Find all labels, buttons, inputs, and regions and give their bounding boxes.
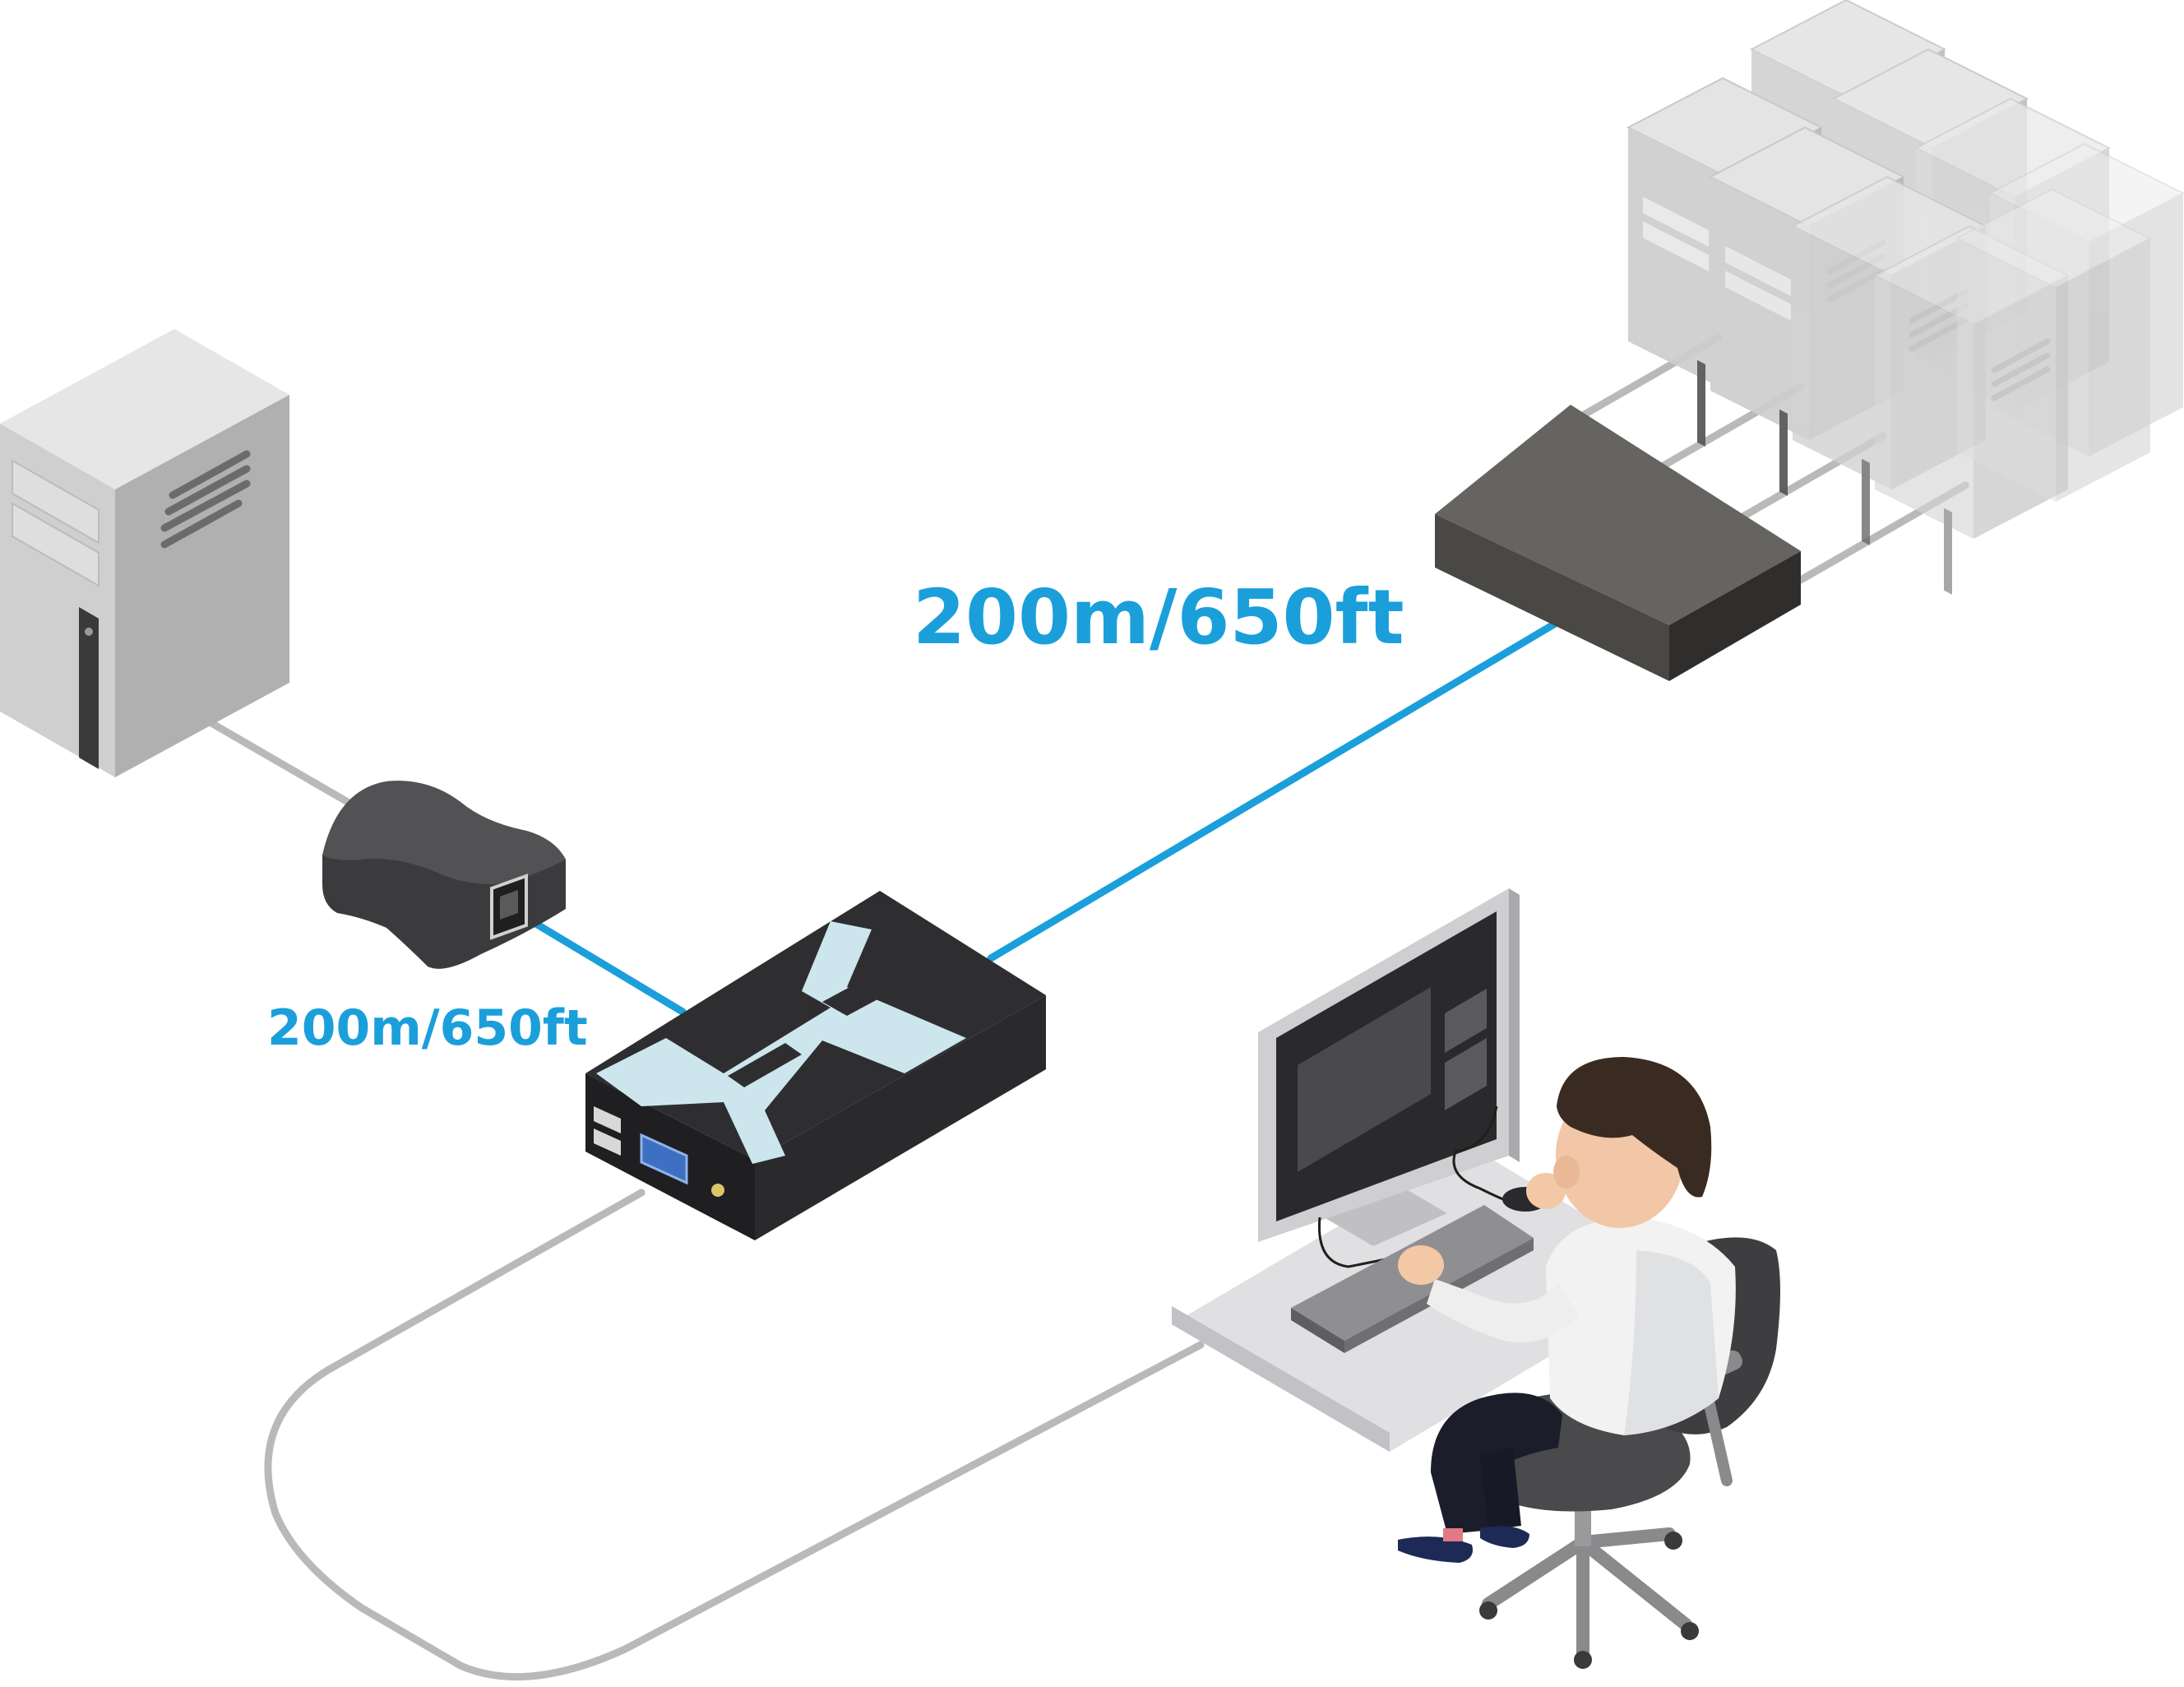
short-distance-label: 200m/650ft (267, 999, 588, 1057)
user-at-desk-icon (1398, 1057, 1736, 1563)
server-cluster-icon (1626, 0, 2184, 595)
kvm-switch-icon (1435, 405, 1801, 681)
blue-cables (514, 613, 1571, 1016)
power-jack (711, 1184, 724, 1197)
extender-unit-icon (585, 891, 1046, 1240)
server-tower-icon (0, 329, 289, 777)
usb-ports (594, 1106, 621, 1156)
vga-port (640, 1133, 688, 1185)
computer-monitor-icon (1258, 888, 1520, 1246)
long-blue-cable (987, 613, 1571, 962)
server-to-remote-cable (201, 716, 366, 814)
short-blue-cable (514, 909, 687, 1016)
remote-unit-icon (322, 781, 566, 969)
long-distance-label: 200m/650ft (913, 573, 1404, 661)
extender-to-desk-cable (264, 1189, 1205, 1681)
desk-cords (1317, 1105, 1514, 1268)
